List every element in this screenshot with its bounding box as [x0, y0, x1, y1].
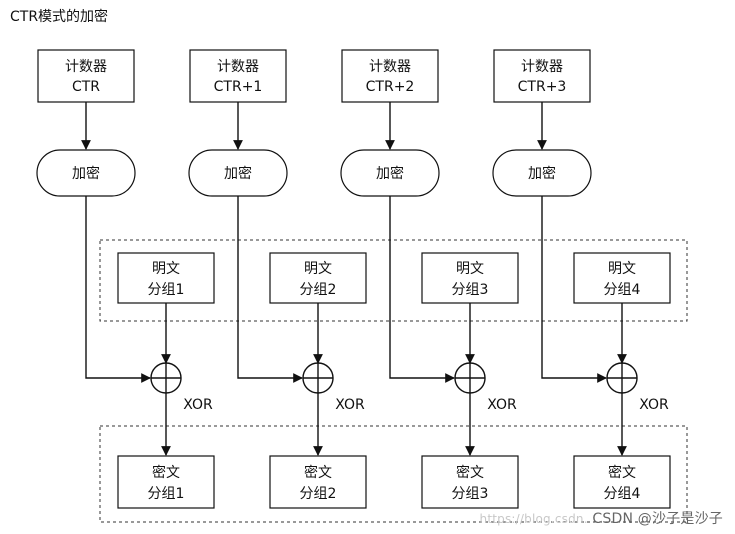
counter-box: [37, 49, 135, 103]
plaintext-label: 明文: [304, 261, 332, 277]
plaintext-group-frame: [99, 239, 688, 322]
counter-box: [493, 49, 591, 103]
plaintext-block-number: 分组3: [452, 282, 489, 298]
ciphertext-block-number: 分组3: [452, 486, 489, 502]
counter-label: 计数器: [521, 59, 563, 75]
arrow-keystream-to-xor: [85, 196, 151, 383]
ciphertext-label: 密文: [304, 464, 332, 481]
counter-value: CTR+1: [214, 79, 263, 95]
counter-label: 计数器: [65, 59, 107, 75]
plaintext-box: [117, 252, 215, 304]
encrypt-label: 加密: [72, 165, 100, 182]
counter-box: [189, 49, 287, 103]
encrypt-label: 加密: [376, 165, 404, 182]
page-title: CTR模式的加密: [10, 9, 109, 25]
plaintext-box: [573, 252, 671, 304]
xor-label: XOR: [183, 397, 213, 413]
ciphertext-box: [117, 455, 215, 509]
ciphertext-box: [421, 455, 519, 509]
watermark-url: https://blog.csdn.: [479, 512, 588, 526]
counter-value: CTR+3: [518, 79, 567, 95]
counter-label: 计数器: [217, 59, 259, 75]
arrow-keystream-to-xor: [541, 196, 607, 383]
encrypt-label: 加密: [224, 165, 252, 182]
xor-label: XOR: [335, 397, 365, 413]
ciphertext-box: [573, 455, 671, 509]
plaintext-box: [421, 252, 519, 304]
arrow-keystream-to-xor: [237, 196, 303, 383]
ciphertext-label: 密文: [456, 464, 484, 481]
xor-label: XOR: [487, 397, 517, 413]
plaintext-box: [269, 252, 367, 304]
ciphertext-block-number: 分组1: [148, 486, 185, 502]
ciphertext-label: 密文: [608, 464, 636, 481]
plaintext-block-number: 分组4: [604, 282, 641, 298]
arrow-keystream-to-xor: [389, 196, 455, 383]
counter-value: CTR+2: [366, 79, 415, 95]
plaintext-block-number: 分组1: [148, 282, 185, 298]
ciphertext-label: 密文: [152, 464, 180, 481]
xor-label: XOR: [639, 397, 669, 413]
counter-label: 计数器: [369, 59, 411, 75]
plaintext-label: 明文: [152, 261, 180, 277]
plaintext-label: 明文: [608, 261, 636, 277]
plaintext-block-number: 分组2: [300, 282, 337, 298]
ciphertext-block-number: 分组4: [604, 486, 641, 502]
encrypt-label: 加密: [528, 165, 556, 182]
ciphertext-block-number: 分组2: [300, 486, 337, 502]
plaintext-label: 明文: [456, 261, 484, 277]
counter-value: CTR: [72, 79, 100, 95]
ciphertext-box: [269, 455, 367, 509]
watermark-author: CSDN @沙子是沙子: [592, 511, 723, 527]
watermark: https://blog.csdn. CSDN @沙子是沙子: [480, 508, 723, 528]
